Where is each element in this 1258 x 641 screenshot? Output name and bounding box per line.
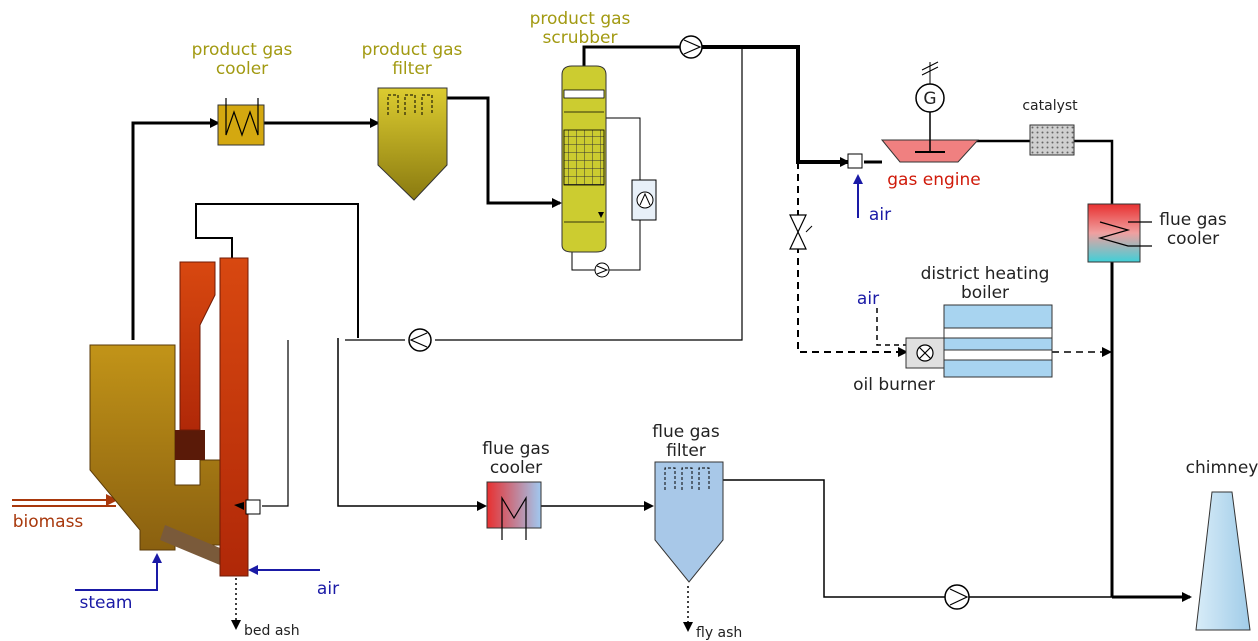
pumps: [408, 35, 970, 610]
label-catalyst: catalyst: [1022, 98, 1078, 114]
label-air-boiler: air: [857, 289, 879, 309]
label-district-heating-boiler-2: boiler: [961, 283, 1009, 303]
pump-icon: [944, 584, 970, 610]
filter-icon: [387, 94, 433, 115]
gas-engine: [880, 61, 980, 163]
gasifier: [89, 344, 221, 565]
flue-gas-filter: [654, 461, 724, 583]
pump-icon: [408, 328, 432, 352]
label-product-gas-cooler-2: cooler: [216, 59, 268, 79]
combustion-column: [179, 257, 261, 577]
label-steam: steam: [80, 593, 133, 613]
label-flue-gas-filter-2: filter: [666, 441, 706, 461]
label-district-heating-boiler-1: district heating: [921, 264, 1050, 284]
heat-exchanger-icon: [1097, 221, 1152, 247]
label-gas-engine: gas engine: [887, 170, 980, 190]
flue-gas-cooler-right: [1087, 203, 1152, 263]
label-air-combustion: air: [317, 579, 339, 599]
valve-icon: [789, 214, 813, 250]
label-product-gas-scrubber-1: product gas: [530, 9, 631, 29]
air-mixer: [847, 153, 863, 169]
flue-gas-cooler-bottom: [486, 481, 542, 540]
label-chimney: chimney: [1186, 458, 1258, 478]
label-product-gas-scrubber-2: scrubber: [543, 28, 618, 48]
chimney-stack: [1195, 491, 1251, 631]
oil-burner-box: [905, 337, 945, 369]
label-product-gas-filter-1: product gas: [362, 40, 463, 60]
district-heating-boiler: [905, 304, 1053, 378]
label-generator: G: [923, 89, 936, 109]
product-gas-filter: [377, 87, 448, 201]
catalyst-pattern: [1030, 125, 1074, 155]
label-bed-ash: bed ash: [244, 623, 300, 639]
label-product-gas-cooler-1: product gas: [192, 40, 293, 60]
label-flue-gas-cooler-right-2: cooler: [1167, 229, 1219, 249]
heat-exchanger-icon: [501, 495, 527, 540]
product-gas-cooler: [217, 98, 265, 146]
input-streams: [12, 174, 863, 591]
label-oil-burner: oil burner: [853, 375, 935, 395]
label-biomass: biomass: [13, 512, 84, 532]
heat-exchanger-icon: [225, 98, 259, 137]
label-flue-gas-cooler-bottom-2: cooler: [490, 458, 542, 478]
label-flue-gas-filter-1: flue gas: [652, 422, 720, 442]
filter-icon: [664, 467, 710, 490]
label-flue-gas-cooler-bottom-1: flue gas: [482, 439, 550, 459]
label-air-engine: air: [869, 205, 891, 225]
label-product-gas-filter-2: filter: [392, 59, 432, 79]
label-fly-ash: fly ash: [696, 625, 742, 641]
product-gas-scrubber: [561, 65, 657, 278]
label-flue-gas-cooler-right-1: flue gas: [1159, 210, 1227, 230]
pump-icon: [679, 35, 703, 59]
